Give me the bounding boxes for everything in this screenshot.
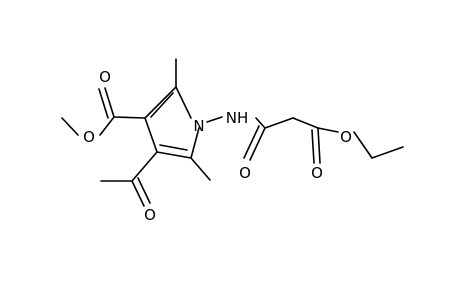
amide-nh-label: NH bbox=[226, 109, 249, 127]
bond-c3-carboxyl bbox=[113, 116, 146, 119]
bond-ester-o-double-2 bbox=[311, 129, 315, 164]
bond-amide-ch2 bbox=[264, 117, 294, 129]
bond-c2-c3 bbox=[144, 86, 177, 119]
bond-c2-c3-double bbox=[150, 92, 174, 118]
carbonyl-oxygen-left-label: O bbox=[99, 68, 111, 86]
bond-amide-o-double-2 bbox=[243, 125, 260, 159]
bond-carboxyl-o-double-2 bbox=[98, 88, 109, 119]
bond-layer bbox=[61, 58, 404, 207]
ester-oxygen-left-label: O bbox=[83, 128, 95, 146]
bond-ethyl-ch3 bbox=[371, 146, 404, 159]
bond-c-o-ester bbox=[317, 127, 339, 133]
bond-n1-nh bbox=[206, 116, 223, 123]
bond-o-methyl bbox=[61, 117, 79, 136]
amide-oxygen-label: O bbox=[239, 164, 251, 182]
bond-c4-acetyl bbox=[131, 151, 158, 182]
bond-c4-c5-double bbox=[159, 144, 188, 151]
acetyl-oxygen-label: O bbox=[144, 206, 156, 224]
bond-ch2-c-ester bbox=[292, 117, 319, 129]
ester-oxygen-right-label: O bbox=[340, 128, 352, 146]
bond-c3-c4 bbox=[144, 117, 158, 153]
bond-c5-n1 bbox=[190, 127, 200, 159]
bond-ester-o-double bbox=[317, 127, 321, 164]
bond-n1-c2 bbox=[175, 86, 192, 119]
ring-nitrogen-label: N bbox=[193, 117, 204, 135]
bond-c4-c5 bbox=[156, 151, 192, 159]
atom-label-layer: N NH O O O O O O bbox=[83, 68, 352, 224]
bond-o-ethyl bbox=[353, 131, 373, 159]
carbonyl-oxygen-right-label: O bbox=[311, 164, 323, 182]
bond-carboxyl-o-single bbox=[99, 116, 115, 136]
bond-acetyl-o-double-2 bbox=[137, 177, 151, 204]
bond-nh-c-amide bbox=[255, 117, 266, 129]
bond-carboxyl-o-double bbox=[104, 87, 115, 118]
bond-acetyl-o-double bbox=[131, 180, 145, 207]
bond-c5-methyl bbox=[190, 157, 211, 181]
bond-amide-o-double bbox=[249, 127, 266, 161]
